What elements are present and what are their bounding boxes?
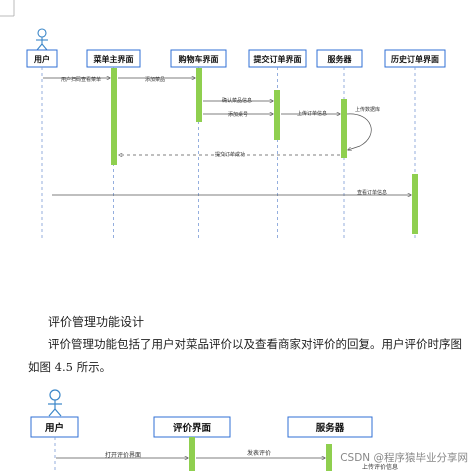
activation-bars [189,437,332,471]
lifeline-box-server: 服务器 [316,49,363,68]
message-label: 用户扫码查看菜单 [61,76,101,83]
actor-icon [36,28,48,51]
activation-bars [111,68,418,234]
lifeline-box-history: 历史订单界面 [384,49,446,68]
lifeline-box-review: 评价界面 [153,416,231,438]
message-label: 查看订单信息 [357,189,387,196]
lifeline-label: 历史订单界面 [391,54,439,64]
lifeline-label: 购物车界面 [179,54,219,64]
message-label: 添加桌号 [228,111,248,118]
lifeline-box-server: 服务器 [287,416,373,438]
actor-icon [48,389,62,417]
lifeline-box-user: 用户 [26,49,58,68]
lifeline-label: 评价界面 [173,422,212,434]
messages [43,78,411,195]
watermark: CSDN @程序猿毕业分享网 [340,452,468,464]
lifeline-label: 用户 [44,422,64,434]
lifeline-box-user: 用户 [30,416,79,438]
paragraph-line-2: 如图 4.5 所示。 [28,360,112,374]
page-margin-marks [0,0,15,17]
diagram-1: 用户 菜单主界面 购物车界面 提交订单界面 服务器 历史订单界面 [26,28,446,238]
message-label: 打开评价界面 [105,451,141,459]
diagram-2: 用户 评价界面 服务器 打开评价界面 发表评价 上传评价信息 [30,389,398,471]
lifeline-box-submit: 提交订单界面 [248,49,307,68]
paragraph-line-1: 评价管理功能包括了用户对菜品评价以及查看商家对评价的回复。用户评价时序图 [48,337,462,351]
message-label: 提交订单成功 [215,151,245,158]
section-heading: 评价管理功能设计 [48,315,145,329]
message-label: 上传数据库 [355,106,380,113]
lifeline-box-cart: 购物车界面 [170,49,227,68]
message-label: 上传订单信息 [297,110,327,117]
lifeline-label: 服务器 [328,54,353,64]
message-label: 发表评价 [247,449,271,457]
lifeline-box-menu: 菜单主界面 [86,49,141,68]
lifeline-label: 用户 [33,54,50,64]
lifeline-label: 服务器 [316,422,345,434]
lifeline-label: 菜单主界面 [93,54,134,64]
message-label: 添加菜品 [145,76,165,83]
message-labels: 用户扫码查看菜单 添加菜品 确认菜品信息 添加桌号 上传订单信息 上传数据库 提… [61,76,387,196]
message-label: 上传评价信息 [362,463,398,471]
lifeline-label: 提交订单界面 [254,54,302,64]
message-label: 确认菜品信息 [222,97,252,104]
message-labels: 打开评价界面 发表评价 上传评价信息 [105,449,398,471]
